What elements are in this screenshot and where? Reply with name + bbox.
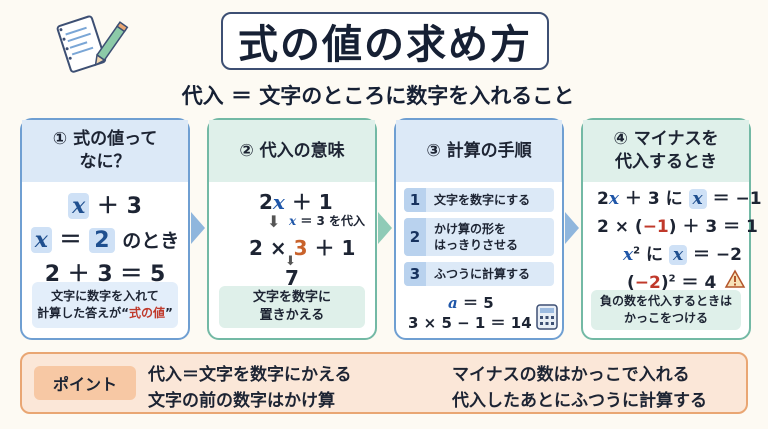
card-calculation-steps: ③ 計算の手順 1 文字を数字にする 2 かけ算の形を はっきりさせる 3 ふつ… (394, 118, 564, 340)
substituted-expression: 2 × 3 ＋ 1 (249, 236, 356, 260)
square-example-calculation: (−2)2 ＝ 4 (627, 273, 717, 293)
card-note: 負の数を代入するときは かっこをつける (591, 290, 741, 330)
value-box: 2 (89, 228, 115, 253)
page-subtitle: 代入 ＝ 文字のところに数字を入れること (181, 84, 575, 108)
title-box: 式の値の求め方 (221, 12, 549, 70)
condition-tail: のとき (122, 230, 180, 252)
variable-x: x (68, 193, 90, 219)
down-arrow-icon: ⬇ (285, 254, 296, 269)
note-line: 文字に数字を入れて (51, 288, 159, 303)
step-3: 3 ふつうに計算する (404, 262, 554, 286)
note-line: かっこをつける (623, 311, 708, 325)
flow-arrow (378, 212, 392, 244)
note-line: 負の数を代入するときは (599, 294, 732, 309)
step-2: 2 かけ算の形を はっきりさせる (404, 218, 554, 256)
note-line: 計算した答えが“式の値” (37, 306, 173, 320)
card-note: 文字を数字に 置きかえる (219, 286, 365, 328)
equals-sign: ＝ (59, 228, 82, 253)
substituted-value: 3 (293, 236, 308, 260)
point-summary: ポイント 代入＝文字を数字にかえる 文字の前の数字はかけ算 マイナスの数はかっこ… (20, 352, 748, 414)
page-title: 式の値の求め方 (238, 22, 532, 68)
step-text: ふつうに計算する (434, 266, 531, 281)
variable-x: x (272, 190, 285, 214)
step-text: 文字を数字にする (434, 192, 531, 207)
down-arrow-icon: ⬇ (267, 212, 281, 231)
card-title: ③ 計算の手順 (396, 120, 562, 182)
card-title: ④ マイナスを 代入するとき (583, 120, 749, 182)
condition: x ＝ 2 のとき (22, 222, 188, 254)
point-label: ポイント (34, 366, 136, 400)
point-right-line-1: マイナスの数はかっこで入れる (452, 365, 690, 385)
variable-a: a (448, 294, 458, 312)
card-negative-substitution: ④ マイナスを 代入するとき 2x ＋ 3 に x ＝ −1 2 × (−1) … (581, 118, 762, 340)
step-text: かけ算の形を はっきりさせる (434, 221, 519, 252)
note-line: 置きかえる (259, 308, 325, 323)
step-number: 1 (404, 188, 426, 212)
card-substitution-meaning: ② 代入の意味 2x ＋ 1 ⬇ x ＝ 3 を代入 2 × 3 ＋ 1 ⬇ 7… (207, 118, 377, 340)
card-title-line: ④ マイナスを (613, 129, 719, 150)
card-title-line: ① 式の値って (52, 129, 158, 150)
note-line: 文字を数字に (252, 289, 331, 305)
card-title: ① 式の値って なに？ (22, 120, 188, 182)
negative-example-calculation: 2 × (−1) ＋ 3 ＝ 1 (597, 217, 758, 237)
point-right-line-2: 代入したあとにふつうに計算する (452, 391, 707, 411)
expression-rest: ＋ 3 (96, 194, 142, 219)
calculator-icon (536, 304, 558, 330)
step-number: 3 (404, 262, 426, 286)
negative-value: −1 (642, 217, 669, 237)
expression: x ＋ 3 (22, 188, 188, 220)
point-left-line-1: 代入＝文字を数字にかえる (148, 365, 352, 385)
negative-value: −2 (634, 273, 661, 293)
negative-example-condition: 2x ＋ 3 に x ＝ −1 (597, 189, 762, 209)
point-left-line-2: 文字の前の数字はかけ算 (148, 391, 335, 411)
step-number: 2 (404, 218, 426, 256)
square-example-condition: x2 に x ＝ −2 (623, 245, 743, 265)
step-1: 1 文字を数字にする (404, 188, 554, 212)
notebook-pencil-icon (56, 15, 129, 73)
variable-x: x (30, 227, 52, 253)
card-title: ② 代入の意味 (209, 120, 375, 182)
substitution-hint: x ＝ 3 を代入 (289, 214, 366, 228)
highlight-term: 式の値 (128, 306, 165, 320)
flow-arrow (565, 212, 579, 244)
warning-icon (724, 269, 746, 288)
result: 7 (285, 266, 299, 290)
flow-arrow (191, 212, 205, 244)
example-calculation: 3 × 5 − 1 ＝ 14 (408, 314, 532, 332)
card-what-is-value: ① 式の値って なに？ x ＋ 3 x ＝ 2 のとき 2 ＋ 3 ＝ 5 文字… (20, 118, 190, 340)
expression: 2x ＋ 1 (259, 190, 333, 214)
card-title-line: なに？ (79, 152, 131, 172)
example-condition: a ＝ 5 (448, 294, 494, 312)
card-note: 文字に数字を入れて 計算した答えが“式の値” (32, 282, 178, 328)
card-title-line: 代入するとき (614, 152, 717, 172)
